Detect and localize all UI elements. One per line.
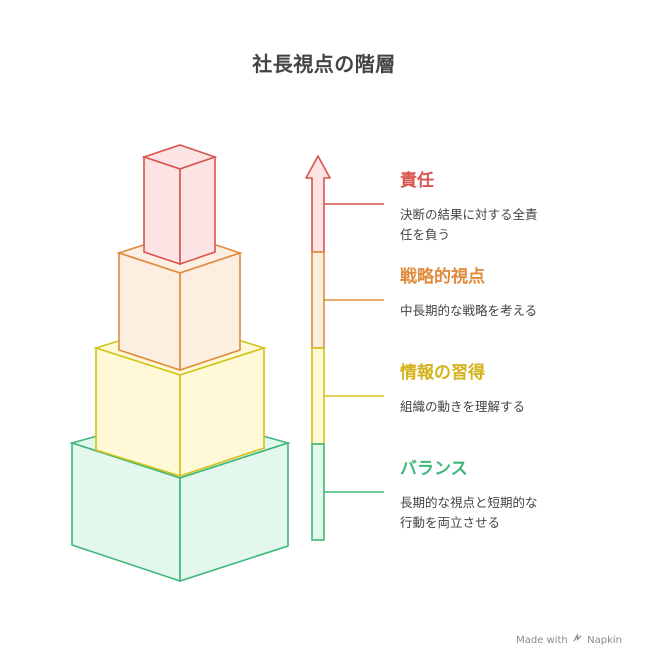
diagram-title: 社長視点の階層 bbox=[252, 52, 396, 76]
level-heading: 戦略的視点 bbox=[400, 267, 485, 287]
napkin-logo-icon bbox=[573, 632, 582, 646]
desc-line: 行動を両立させる bbox=[400, 515, 501, 530]
watermark-brand: Napkin bbox=[587, 635, 622, 646]
level-balance: バランス 長期的な視点と短期的な 行動を両立させる bbox=[400, 458, 600, 533]
level-description: 中長期的な戦略を考える bbox=[400, 301, 600, 321]
level-description: 組織の動きを理解する bbox=[400, 397, 600, 417]
level-description: 決断の結果に対する全責 任を負う bbox=[400, 205, 600, 245]
desc-line: 任を負う bbox=[400, 227, 451, 242]
level-responsibility: 責任 決断の結果に対する全責 任を負う bbox=[400, 170, 600, 245]
level-information: 情報の習得 組織の動きを理解する bbox=[400, 362, 600, 417]
watermark-prefix: Made with bbox=[516, 635, 568, 646]
napkin-watermark[interactable]: Made with Napkin bbox=[516, 632, 622, 646]
desc-line: 決断の結果に対する全責 bbox=[400, 207, 538, 222]
level-heading: 情報の習得 bbox=[400, 363, 485, 383]
block-responsibility bbox=[141, 144, 218, 266]
level-description: 長期的な視点と短期的な 行動を両立させる bbox=[400, 493, 600, 533]
level-heading: 責任 bbox=[400, 171, 434, 191]
desc-line: 組織の動きを理解する bbox=[400, 399, 526, 414]
desc-line: 長期的な視点と短期的な bbox=[400, 495, 538, 510]
level-heading: バランス bbox=[400, 459, 468, 479]
desc-line: 中長期的な戦略を考える bbox=[400, 303, 538, 318]
hierarchy-arrow bbox=[305, 155, 331, 541]
level-strategy: 戦略的視点 中長期的な戦略を考える bbox=[400, 266, 600, 321]
